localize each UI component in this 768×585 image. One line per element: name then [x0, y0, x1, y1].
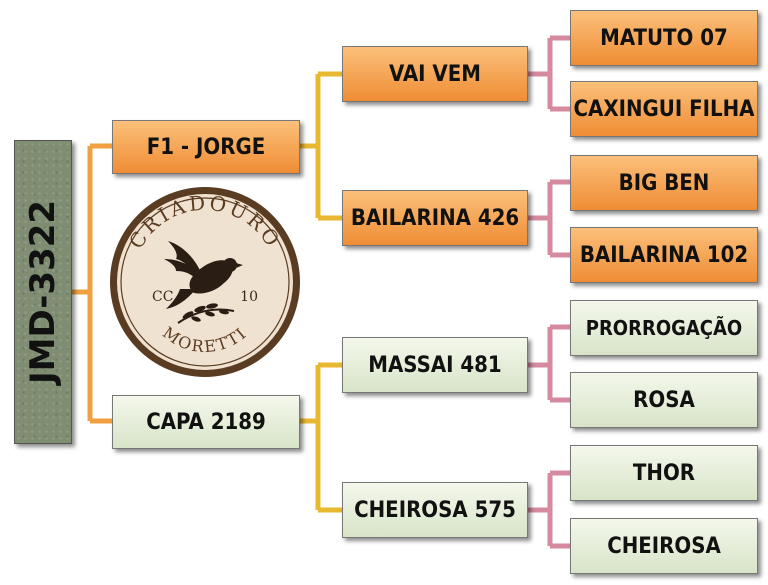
grandparent-label-2: BAILARINA 426	[350, 205, 520, 231]
grandparent-label-4: CHEIROSA 575	[354, 497, 516, 523]
great-grandparent-box-7: THOR	[570, 445, 758, 501]
great-grandparent-label-8: CHEIROSA	[607, 533, 721, 559]
root-animal-label: JMD-3322	[23, 199, 63, 385]
great-grandparent-box-2: CAXINGUI FILHA	[570, 81, 758, 137]
connector-root-parents	[72, 143, 112, 424]
root-animal-box: JMD-3322	[14, 140, 72, 444]
bird-icon	[164, 241, 243, 309]
great-grandparent-box-3: BIG BEN	[570, 155, 758, 211]
connector-gp3	[528, 324, 570, 403]
connector-dam-grandparents	[300, 362, 342, 513]
connector-gp1	[528, 35, 570, 112]
great-grandparent-label-1: MATUTO 07	[600, 25, 728, 51]
great-grandparent-label-7: THOR	[632, 460, 696, 486]
grandparent-box-1: VAI VEM	[342, 46, 528, 102]
logo-left-text: CC	[152, 289, 173, 305]
great-grandparent-box-6: ROSA	[570, 372, 758, 428]
connector-gp2	[528, 179, 570, 258]
connector-gp4	[528, 470, 570, 549]
great-grandparent-label-5: PRORROGAÇÃO	[585, 316, 743, 340]
grandparent-box-3: MASSAI 481	[342, 337, 528, 393]
dam-box: CAPA 2189	[112, 395, 300, 449]
dam-label: CAPA 2189	[146, 409, 266, 435]
great-grandparent-label-4: BAILARINA 102	[579, 242, 749, 268]
sire-box: F1 - JORGE	[112, 120, 300, 174]
sire-label: F1 - JORGE	[146, 134, 266, 160]
connector-sire-grandparents	[300, 71, 342, 221]
olive-branch-icon	[177, 303, 235, 324]
criadouro-logo: CRIADOURO MORETTI CC 10	[110, 187, 300, 377]
grandparent-box-4: CHEIROSA 575	[342, 482, 528, 538]
great-grandparent-label-3: BIG BEN	[618, 170, 710, 196]
great-grandparent-box-8: CHEIROSA	[570, 518, 758, 574]
grandparent-label-1: VAI VEM	[389, 61, 481, 87]
great-grandparent-box-1: MATUTO 07	[570, 10, 758, 66]
great-grandparent-box-4: BAILARINA 102	[570, 227, 758, 283]
grandparent-box-2: BAILARINA 426	[342, 190, 528, 246]
logo-right-text: 10	[240, 289, 258, 305]
grandparent-label-3: MASSAI 481	[368, 352, 502, 378]
great-grandparent-label-2: CAXINGUI FILHA	[573, 96, 755, 122]
great-grandparent-box-5: PRORROGAÇÃO	[570, 300, 758, 356]
great-grandparent-label-6: ROSA	[633, 387, 695, 413]
